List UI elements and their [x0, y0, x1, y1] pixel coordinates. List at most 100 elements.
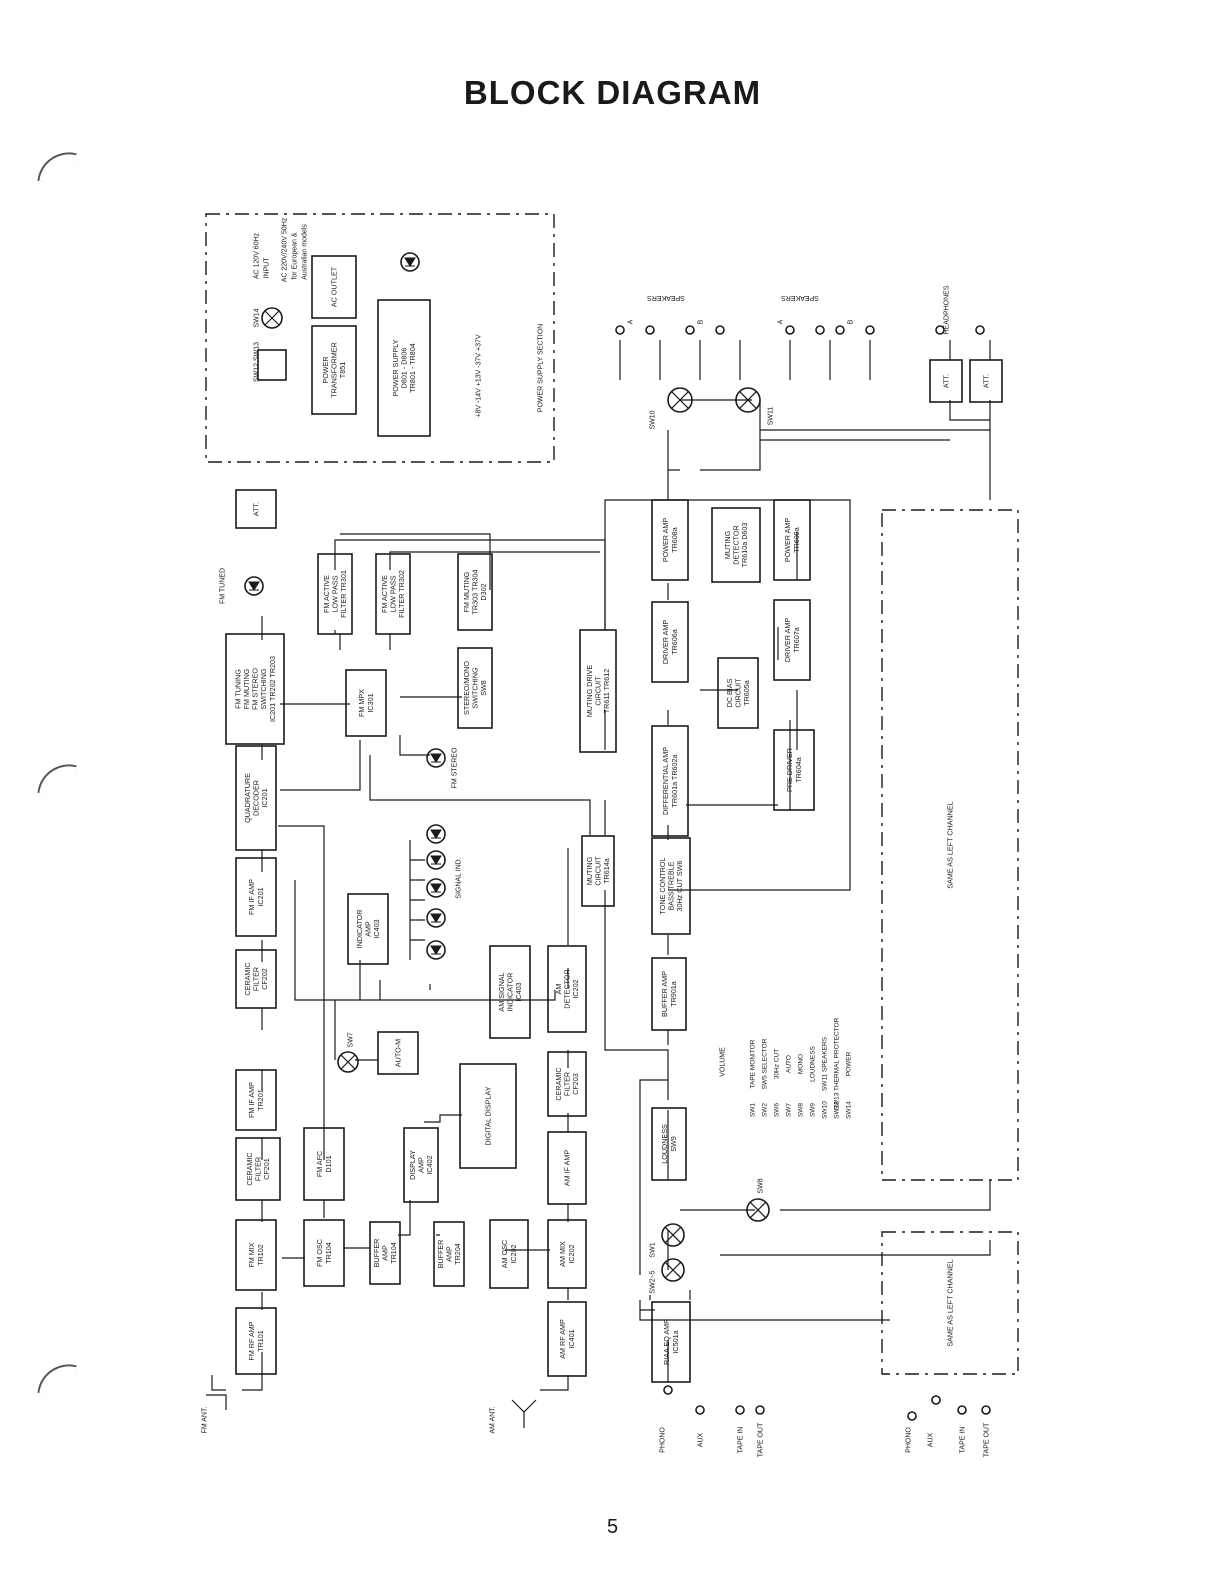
ac-input-label: AC 120V 60Hz — [253, 232, 260, 279]
block-label-fm-if-amp-1: FM IF AMPTR201 — [247, 1082, 265, 1118]
sw1-label: SW1 — [649, 1242, 656, 1257]
block-auto-m — [377, 1031, 419, 1075]
thermal-switch-box — [257, 349, 287, 381]
block-ceramic-filter-2 — [235, 949, 277, 1009]
sw11-label: SW11 — [767, 407, 774, 426]
legend-function-sw6: 30Hz CUT — [773, 1049, 780, 1079]
legend-function-sw7: AUTO — [785, 1055, 792, 1073]
block-label-fm-if-amp-2: FM IF AMPIC201 — [247, 879, 265, 915]
legend-function-sw2: SW5 SELECTOR — [761, 1038, 768, 1089]
signal-led-diode — [430, 883, 442, 893]
block-fm-mpx — [345, 669, 387, 737]
block-muting-detector — [711, 507, 761, 583]
block-label-fm-osc: FM OSCTR104 — [315, 1239, 333, 1267]
block-label-pre-driver: PRE DRIVERTR604a — [785, 748, 803, 792]
block-label-loudness: LOUDNESSSW9 — [660, 1124, 678, 1164]
antenna-icon — [206, 1375, 537, 1428]
input-right-tape-in: TAPE IN — [959, 1427, 966, 1454]
legend-function-sw12: SW13 THERMAL PROTECTOR — [833, 1017, 840, 1110]
block-label-am-rf-amp: AM RF AMPIC401 — [558, 1319, 576, 1359]
block-label-ceramic-filter-2: CERAMICFILTERCF202 — [243, 962, 269, 995]
jack-terminal — [785, 325, 795, 335]
block-differential — [651, 725, 689, 837]
jack-terminal — [755, 1405, 765, 1415]
block-label-att-hp-2: ATT. — [982, 374, 991, 388]
legend-switch-sw8: SW8 — [797, 1103, 804, 1117]
legend-switch-sw9: SW9 — [809, 1103, 816, 1117]
legend-function-sw10: SW11 SPEAKERS — [821, 1036, 828, 1091]
block-label-att-hp-1: ATT. — [942, 374, 951, 388]
block-loudness — [651, 1107, 687, 1181]
block-label-indicator-amp: INDICATORAMPIC403 — [355, 910, 381, 949]
block-att-hp-2 — [969, 359, 1003, 403]
sw12-sw13-label: SW12 SW13 — [253, 342, 260, 382]
power-section-label: POWER SUPPLY SECTION — [537, 324, 544, 412]
block-tone-control — [651, 837, 691, 935]
block-am-mix — [547, 1219, 587, 1289]
block-label-fm-muting: FM MUTINGTR303 TR304D302 — [462, 569, 488, 614]
sw8-label: SW8 — [757, 1178, 764, 1193]
sw7-switch-cross — [340, 1054, 356, 1070]
block-label-power-amp-2: POWER AMPTR609a — [783, 518, 801, 563]
block-label-muting-circuit: MUTINGCIRCUITTR614a — [585, 856, 611, 886]
legend-function-sw8: MONO — [797, 1054, 804, 1074]
jack-terminal — [907, 1411, 917, 1421]
block-label-driver-amp-2: DRIVER AMPTR607a — [783, 618, 801, 663]
block-same-left-2 — [881, 1231, 1019, 1375]
signal-led-diode — [430, 913, 442, 923]
ac-input-label: INPUT — [263, 257, 270, 279]
block-stereo-mono — [457, 647, 493, 729]
block-same-left-1 — [881, 509, 1019, 1181]
block-label-stereo-mono: STEREO/MONOSWITCHINGSW8 — [462, 661, 488, 715]
fm-tuned-label: FM TUNED — [219, 568, 226, 604]
input-right-phono: PHONO — [905, 1427, 912, 1453]
block-fm-if-amp-2 — [235, 857, 277, 937]
block-am-if-amp — [547, 1131, 587, 1205]
headphones-label: HEADPHONES — [943, 285, 950, 334]
input-right-tape-out: TAPE OUT — [983, 1422, 990, 1457]
block-label-lpf-1: FM ACTIVELOW PASSFILTER TR301 — [322, 570, 348, 618]
speaker-a1-label: A — [627, 319, 634, 324]
input-left-tape-in: TAPE IN — [737, 1427, 744, 1454]
block-pre-driver — [773, 729, 815, 811]
block-power-supply — [377, 299, 431, 437]
block-am-osc — [489, 1219, 529, 1289]
block-label-buffer-amp-2: BUFFERAMPTR204 — [436, 1240, 462, 1269]
block-fm-muting — [457, 553, 493, 631]
block-label-am-detector: AMDETECTORIC202 — [554, 969, 580, 1008]
block-ceramic-filter-1 — [235, 1137, 281, 1201]
legend-switch-sw14: SW14 — [845, 1101, 852, 1119]
legend-switch-sw7: SW7 — [785, 1103, 792, 1117]
signal-ind-label: SIGNAL IND. — [455, 857, 462, 898]
block-label-muting-drive: MUTING DRIVECIRCUITTR611 TR612 — [585, 665, 611, 718]
fm-stereo-led-diode — [430, 753, 442, 763]
speakers-1-label: SPEAKERS — [647, 294, 685, 301]
block-att-hp-1 — [929, 359, 963, 403]
input-left-tape-out: TAPE OUT — [757, 1422, 764, 1457]
block-label-same-left-2: SAME AS LEFT CHANNEL — [946, 1259, 955, 1346]
legend-switch-sw2: SW2 — [761, 1103, 768, 1117]
ac-input-label: AC 220V/240V 50Hz — [281, 217, 288, 282]
block-quadrature — [235, 745, 277, 851]
jack-terminal — [645, 325, 655, 335]
power-supply-frame — [205, 213, 555, 463]
block-label-dc-bias: DC BIASCIRCUITTR605a — [725, 678, 751, 708]
block-lpf-2 — [375, 553, 411, 635]
block-label-buffer-amp-1: BUFFERAMPTR104 — [372, 1239, 398, 1268]
jack-terminal — [865, 325, 875, 335]
ac-input-label: Australian models — [301, 224, 308, 280]
supply-voltages-label: +8V -14V +13V -37V +37V — [475, 334, 482, 417]
jack-terminal — [815, 325, 825, 335]
legend-function-sw9: LOUDNESS — [809, 1045, 816, 1081]
block-display-amp — [403, 1127, 439, 1203]
ac-input-label: for European & — [291, 232, 298, 279]
sw10-label: SW10 — [649, 410, 656, 429]
block-label-att-tuner: ATT. — [252, 502, 261, 516]
jack-terminal — [931, 1395, 941, 1405]
block-label-same-left-1: SAME AS LEFT CHANNEL — [946, 801, 955, 888]
block-label-am-signal-ind: AM SIGNALINDICATORIC403 — [497, 972, 523, 1011]
block-label-digital-display: DIGITAL DISPLAY — [484, 1086, 493, 1145]
block-label-display-amp: DISPLAYAMPIC402 — [408, 1150, 434, 1180]
legend-function-sw1: TAPE MONITOR — [749, 1039, 756, 1088]
block-power-amp-1 — [651, 499, 689, 581]
